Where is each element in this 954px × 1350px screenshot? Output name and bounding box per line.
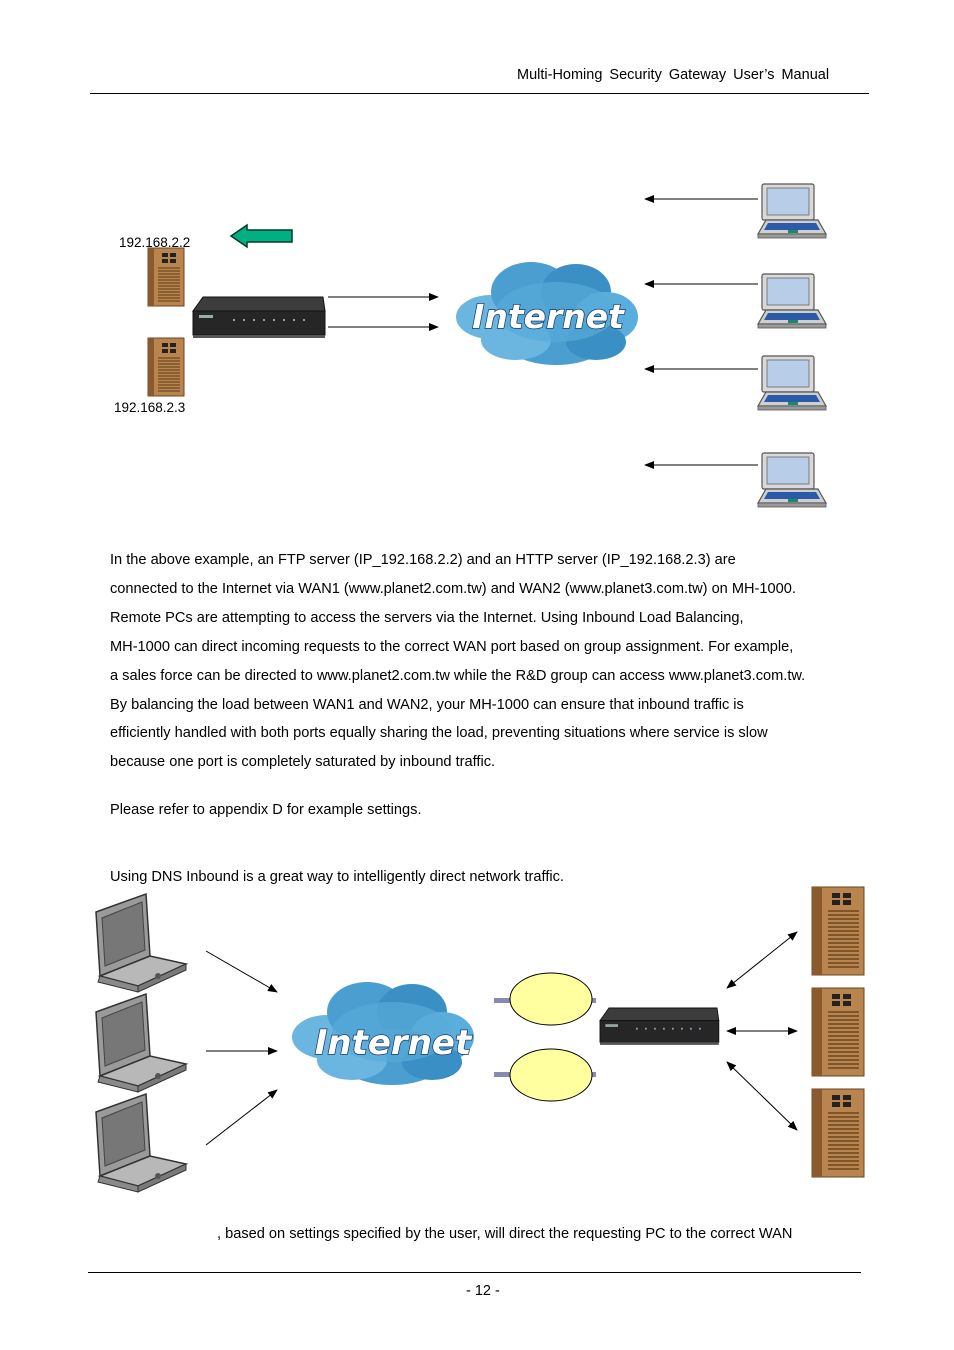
server-icon: [811, 987, 865, 1077]
server-icon: [811, 886, 865, 976]
diagram-1: Internet: [147, 183, 827, 508]
ftp-server-icon: [147, 247, 185, 307]
paragraph-line: In the above example, an FTP server (IP_…: [110, 552, 736, 568]
arrow-client-3: [205, 1089, 278, 1146]
remote-pc-icon: [757, 273, 827, 329]
dns-intro: Using DNS Inbound is a great way to inte…: [110, 869, 564, 885]
arrow-server-3: [726, 1061, 798, 1131]
wan2-ellipse: [509, 1048, 593, 1102]
dns-fragment: , based on settings specified by the use…: [217, 1226, 793, 1242]
client-pc-icon: [95, 993, 187, 1093]
http-server-icon: [147, 337, 185, 397]
appendix-note: Please refer to appendix D for example s…: [110, 802, 422, 818]
router-icon: [192, 296, 326, 339]
router-icon: [599, 1007, 720, 1046]
remote-pc-icon: [757, 452, 827, 508]
wan1-ellipse: [509, 972, 593, 1026]
body-paragraph: In the above example, an FTP server (IP_…: [110, 546, 880, 777]
ip-label-ftp: 192.168.2.2: [119, 235, 191, 250]
remote-pc-icon: [757, 355, 827, 411]
paragraph-line: a sales force can be directed to www.pla…: [110, 667, 806, 684]
paragraph-line: Remote PCs are attempting to access the …: [110, 609, 744, 626]
paragraph-line: efficiently handled with both ports equa…: [110, 725, 768, 742]
header-title: Multi-Homing Security Gateway User’s Man…: [517, 67, 830, 83]
internet-cloud-icon: Internet: [292, 982, 474, 1085]
diagram-2: Internet: [95, 886, 865, 1193]
remote-pc-icon: [757, 183, 827, 239]
paragraph-line: By balancing the load between WAN1 and W…: [110, 696, 744, 713]
header-rule: [90, 93, 869, 94]
arrow-client-1: [205, 950, 278, 993]
client-pc-icon: [95, 893, 187, 993]
paragraph-line: connected to the Internet via WAN1 (www.…: [110, 580, 796, 597]
cloud-label: Internet: [315, 1023, 473, 1063]
green-arrow-icon: [229, 223, 293, 249]
paragraph-line: because one port is completely saturated…: [110, 754, 496, 771]
ip-label-http: 192.168.2.3: [114, 400, 186, 415]
internet-cloud-icon: Internet: [456, 262, 638, 365]
footer-rule: [88, 1272, 861, 1273]
arrow-server-1: [726, 931, 798, 989]
paragraph-line: MH-1000 can direct incoming requests to …: [110, 638, 794, 655]
page-number: - 12 -: [466, 1283, 500, 1299]
cloud-label: Internet: [472, 297, 625, 336]
client-pc-icon: [95, 1093, 187, 1193]
server-icon: [811, 1088, 865, 1178]
